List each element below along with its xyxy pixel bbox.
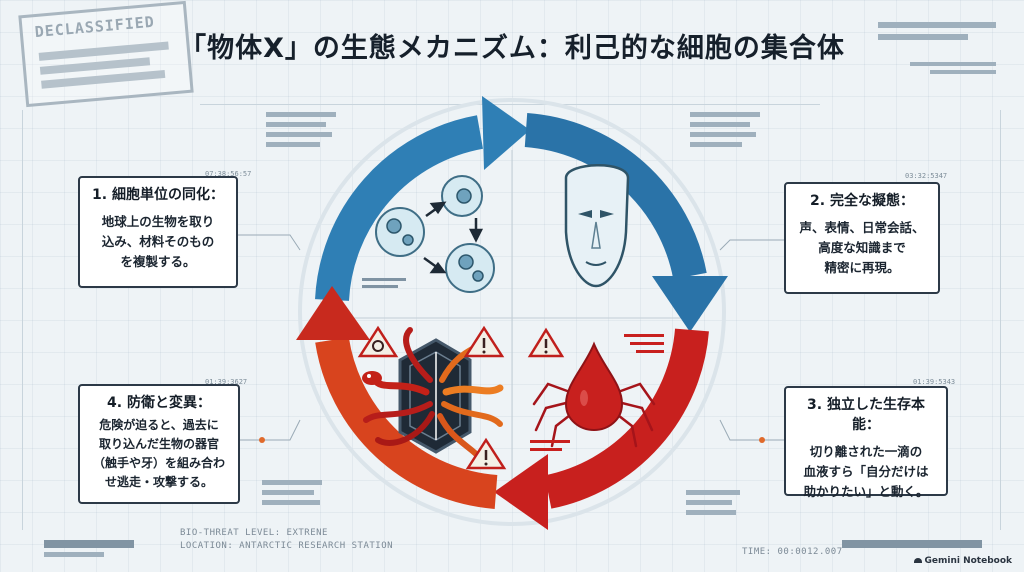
deco-bar bbox=[686, 500, 732, 505]
location-label: LOCATION: ANTARCTIC RESEARCH STATION bbox=[180, 541, 394, 551]
caption-lines bbox=[530, 334, 664, 451]
step-box-3: 3. 独立した生存本能： 切り離された一滴の 血液すら「自分だけは 助かりたい」… bbox=[784, 386, 948, 499]
brand-label: Gemini Notebook bbox=[913, 556, 1013, 566]
step-description: 危険が迫ると、過去に 取り込んだ生物の器官 （触手や牙）を組み合わ せ逃走・攻撃… bbox=[88, 416, 230, 492]
deco-bar bbox=[44, 540, 134, 548]
deco-bar bbox=[266, 142, 320, 147]
step-line: （触手や牙）を組み合わ bbox=[92, 456, 225, 470]
brand-text: Gemini Notebook bbox=[924, 556, 1013, 566]
deco-bar bbox=[266, 132, 332, 137]
connector-line bbox=[238, 419, 301, 441]
deco-bar bbox=[686, 510, 736, 515]
step-title: 1. 細胞単位の同化： bbox=[92, 187, 224, 203]
step-line: 地球上の生物を取り bbox=[101, 214, 215, 229]
connector-line bbox=[238, 234, 301, 251]
cycle-arrow-4-head bbox=[296, 286, 370, 340]
deco-bar bbox=[690, 132, 756, 137]
brand-mark-icon bbox=[913, 558, 922, 563]
step-line: を複製する。 bbox=[120, 254, 196, 269]
timecode: 07:38:56:57 bbox=[205, 170, 252, 178]
deco-bar bbox=[262, 480, 322, 485]
threat-level-label: BIO-THREAT LEVEL: EXTRENE bbox=[180, 528, 328, 538]
step-box-2: 2. 完全な擬態： 声、表情、日常会話、 高度な知識まで 精密に再現。 bbox=[784, 182, 940, 294]
caption-lines bbox=[362, 278, 406, 288]
deco-bar bbox=[44, 552, 104, 557]
connector-line bbox=[719, 419, 784, 441]
deco-bar bbox=[686, 490, 740, 495]
step-box-4: 4. 防衛と変異： 危険が迫ると、過去に 取り込んだ生物の器官 （触手や牙）を組… bbox=[78, 384, 240, 504]
deco-bar bbox=[262, 500, 320, 505]
frame-line-right bbox=[1000, 110, 1001, 530]
step-title: 3. 独立した生存本能： bbox=[807, 397, 925, 433]
step-line: 高度な知識まで bbox=[818, 240, 906, 255]
deco-bar bbox=[690, 142, 742, 147]
cycle-arrow-3-head bbox=[494, 454, 548, 530]
deco-bar bbox=[878, 22, 996, 28]
step-title: 2. 完全な擬態： bbox=[810, 193, 914, 209]
warning-triangle-icon bbox=[465, 437, 507, 470]
step-line: 取り込んだ生物の器官 bbox=[98, 437, 219, 451]
cycle-arrow-2 bbox=[524, 113, 707, 280]
deco-bar bbox=[690, 112, 760, 117]
deco-bar bbox=[266, 112, 336, 117]
deco-bar bbox=[266, 122, 326, 127]
step-description: 切り離された一滴の 血液すら「自分だけは 助かりたい」と動く。 bbox=[794, 442, 938, 502]
cell-division-icon bbox=[375, 175, 495, 293]
cycle-arrow-1-head bbox=[482, 96, 530, 170]
cycle-arrow-1 bbox=[315, 115, 484, 302]
step-line: 危険が迫ると、過去に bbox=[99, 418, 219, 432]
step-line: 声、表情、日常会話、 bbox=[799, 220, 925, 235]
frame-line-left bbox=[22, 110, 23, 530]
mask-face-icon bbox=[564, 164, 630, 288]
timecode: 01:39:3627 bbox=[205, 378, 248, 386]
deco-bar bbox=[910, 62, 996, 66]
biohazard-icon bbox=[357, 325, 399, 358]
connector-line bbox=[719, 239, 784, 251]
warning-triangle-icon bbox=[463, 325, 505, 358]
page-title: 「物体X」の生態メカニズム：利己的な細胞の集合体 bbox=[179, 33, 845, 64]
cycle-arrow-2-head bbox=[652, 276, 728, 332]
connector-dot bbox=[759, 437, 765, 443]
deco-bar bbox=[842, 540, 982, 548]
cycle-arrow-3 bbox=[544, 328, 709, 509]
deco-bar bbox=[930, 70, 996, 74]
step-line: 助かりたい」と動く。 bbox=[803, 484, 929, 499]
step-line: 込み、材料そのもの bbox=[101, 234, 215, 249]
step-description: 地球上の生物を取り 込み、材料そのもの を複製する。 bbox=[88, 212, 228, 272]
timecode: 01:39:5343 bbox=[913, 378, 956, 386]
connector-dot bbox=[259, 437, 265, 443]
blood-drop-spider-icon bbox=[532, 341, 656, 448]
step-line: 血液すら「自分だけは bbox=[803, 464, 929, 479]
deco-bar bbox=[878, 34, 968, 40]
deco-bar bbox=[262, 490, 314, 495]
time-label: TIME: 00:0012.007 bbox=[742, 547, 843, 557]
warning-triangle-icon bbox=[527, 327, 565, 358]
step-title: 4. 防衛と変異： bbox=[107, 395, 211, 411]
timecode: 03:32:5347 bbox=[905, 172, 948, 180]
frame-line-top bbox=[200, 104, 820, 105]
step-line: せ逃走・攻撃する。 bbox=[104, 475, 213, 489]
step-line: 切り離された一滴の bbox=[809, 444, 923, 459]
ring-shadow bbox=[298, 98, 726, 526]
step-line: 精密に再現。 bbox=[824, 260, 900, 275]
step-box-1: 1. 細胞単位の同化： 地球上の生物を取り 込み、材料そのもの を複製する。 bbox=[78, 176, 238, 288]
step-description: 声、表情、日常会話、 高度な知識まで 精密に再現。 bbox=[794, 218, 930, 278]
deco-bar bbox=[690, 122, 750, 127]
